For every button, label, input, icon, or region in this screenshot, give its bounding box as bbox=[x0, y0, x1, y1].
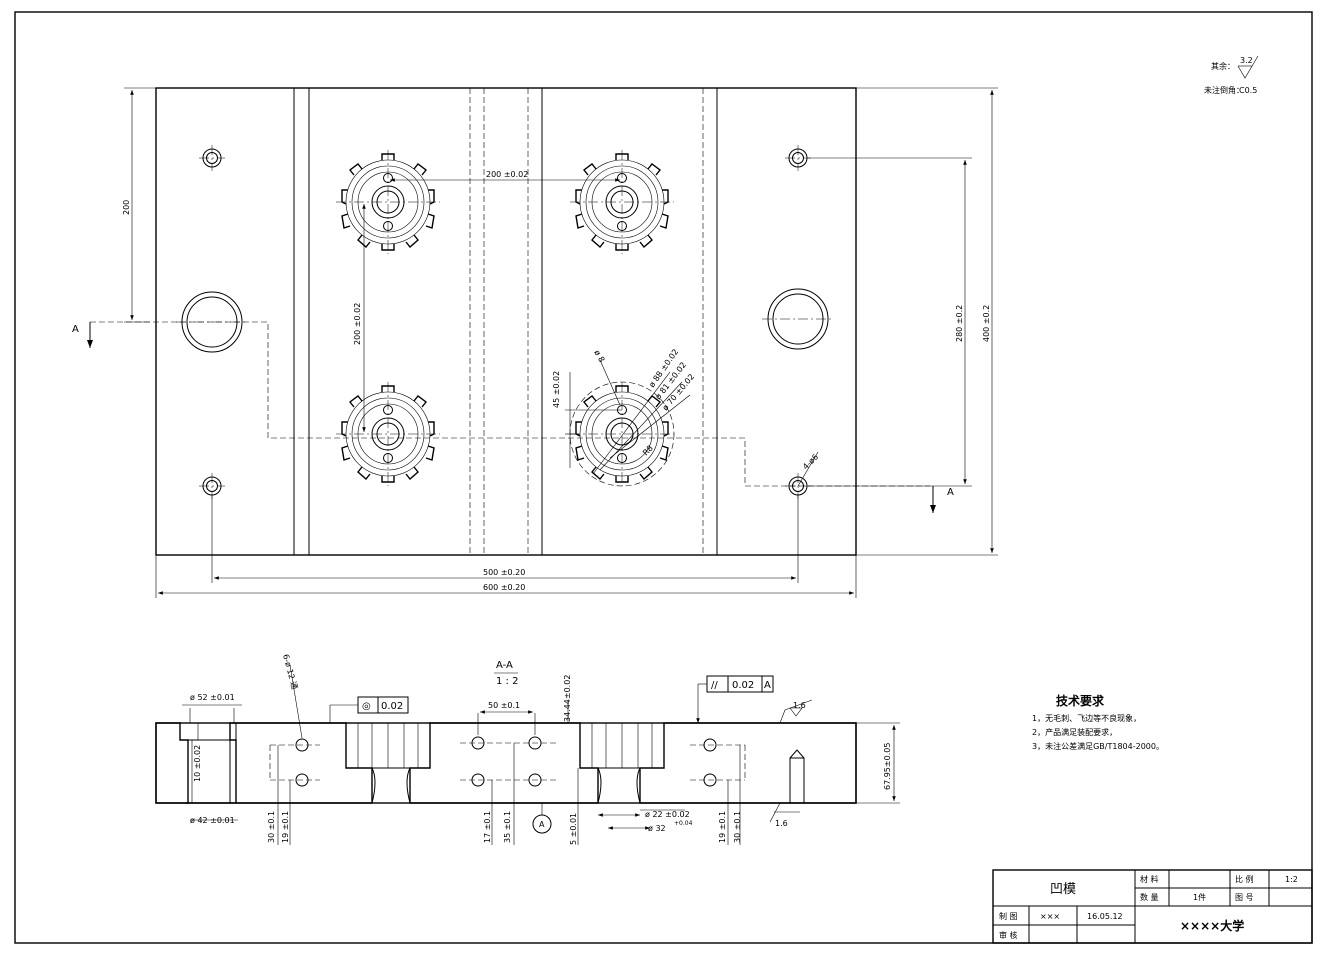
qty-value: 1件 bbox=[1193, 892, 1206, 902]
datum-a-circle bbox=[532, 814, 552, 834]
roughness-bottom: 1.6 bbox=[775, 819, 788, 828]
dim-phi32: ø 32 bbox=[648, 824, 666, 833]
section-title: A-A bbox=[496, 660, 513, 671]
tech-req-title: 技术要求 bbox=[1056, 693, 1105, 708]
parallel-datum: A bbox=[764, 680, 771, 691]
dim-30-left: 30 ±0.1 bbox=[267, 811, 276, 843]
dim-phi32-tol: +0.04 bbox=[674, 820, 693, 827]
dim-50: 50 ±0.1 bbox=[488, 701, 520, 710]
dim-10: 10 ±0.02 bbox=[193, 745, 202, 782]
sheet-border bbox=[14, 11, 1313, 944]
scale-value: 1:2 bbox=[1285, 875, 1298, 884]
qty-label: 数 量 bbox=[1140, 892, 1159, 902]
roughness-label: 其余： bbox=[1211, 61, 1235, 71]
section-mark-left: A bbox=[72, 324, 79, 335]
dim-200-horizontal: 200 ±0.02 bbox=[486, 170, 528, 179]
part-name: 凹模 bbox=[1050, 882, 1076, 897]
drawn-date: 16.05.12 bbox=[1087, 912, 1123, 921]
tech-req-item: 1，无毛刺、飞边等不良现象， bbox=[1032, 713, 1141, 723]
chamfer-value: C0.5 bbox=[1239, 86, 1257, 95]
tech-req-item: 2，产品满足装配要求， bbox=[1032, 727, 1117, 737]
parallel-symbol: // bbox=[711, 680, 718, 691]
dim-19-left: 19 ±0.1 bbox=[281, 811, 290, 843]
dim-phi22: ø 22 ±0.02 bbox=[645, 810, 690, 819]
section-line bbox=[90, 321, 930, 487]
dim-280: 280 ±0.2 bbox=[955, 305, 964, 342]
plan-view bbox=[87, 87, 998, 598]
dim-r8: R8 bbox=[641, 444, 655, 458]
guide-hole-right bbox=[762, 288, 834, 350]
section-scale: 1 : 2 bbox=[496, 676, 518, 687]
roughness-symbol bbox=[1237, 55, 1259, 79]
dim-400: 400 ±0.2 bbox=[982, 305, 991, 342]
dim-45: 45 ±0.02 bbox=[552, 371, 561, 408]
tech-req-item: 3，未注公差满足GB/T1804-2000。 bbox=[1032, 741, 1164, 751]
dim-67-95: 67.95±0.05 bbox=[883, 743, 892, 790]
dim-200-vertical: 200 ±0.02 bbox=[353, 303, 362, 345]
section-mark-right: A bbox=[947, 487, 954, 498]
plate-outline bbox=[155, 87, 857, 556]
checked-label: 审 核 bbox=[999, 930, 1018, 940]
dim-30-right: 30 ±0.1 bbox=[733, 811, 742, 843]
cavity-left bbox=[345, 722, 431, 804]
concentric-value: 0.02 bbox=[381, 701, 403, 712]
dim-4x: 4-ø6 bbox=[801, 452, 820, 471]
holes-note: 6-ø 12 通 bbox=[281, 653, 300, 690]
drawing-no-label: 图 号 bbox=[1235, 893, 1254, 902]
dim-17: 17 ±0.1 bbox=[483, 811, 492, 843]
dim-phi8: ø 8 bbox=[592, 349, 606, 364]
dim-34-44: 34.44±0.02 bbox=[563, 675, 572, 722]
datum-a: A bbox=[539, 820, 545, 829]
dim-phi52: ø 52 ±0.01 bbox=[190, 693, 235, 702]
school-name: ××××大学 bbox=[1180, 918, 1244, 933]
drawn-by: ××× bbox=[1040, 912, 1060, 921]
pin-hole-section bbox=[789, 749, 805, 804]
concentricity-frame bbox=[357, 696, 409, 714]
dim-600: 600 ±0.20 bbox=[483, 583, 525, 592]
drawn-label: 制 图 bbox=[999, 911, 1018, 921]
concentric-symbol: ◎ bbox=[362, 701, 371, 712]
roughness-value: 3.2 bbox=[1240, 56, 1253, 65]
dim-200-left: 200 bbox=[122, 200, 131, 215]
section-view bbox=[155, 664, 900, 845]
dim-19-right: 19 ±0.1 bbox=[718, 811, 727, 843]
parallel-value: 0.02 bbox=[732, 680, 754, 691]
dim-35: 35 ±0.1 bbox=[503, 811, 512, 843]
scale-label: 比 例 bbox=[1235, 874, 1254, 884]
roughness-top: 1.6 bbox=[793, 701, 806, 710]
dim-500: 500 ±0.20 bbox=[483, 568, 525, 577]
chamfer-label: 未注倒角： bbox=[1204, 85, 1244, 95]
title-block bbox=[992, 869, 1313, 944]
cavity-right bbox=[579, 722, 665, 804]
cross-holes bbox=[269, 736, 746, 787]
dim-5: 5 ±0.01 bbox=[569, 813, 578, 845]
dim-phi42: ø 42 ±0.01 bbox=[190, 816, 235, 825]
material-label: 材 料 bbox=[1140, 874, 1159, 884]
